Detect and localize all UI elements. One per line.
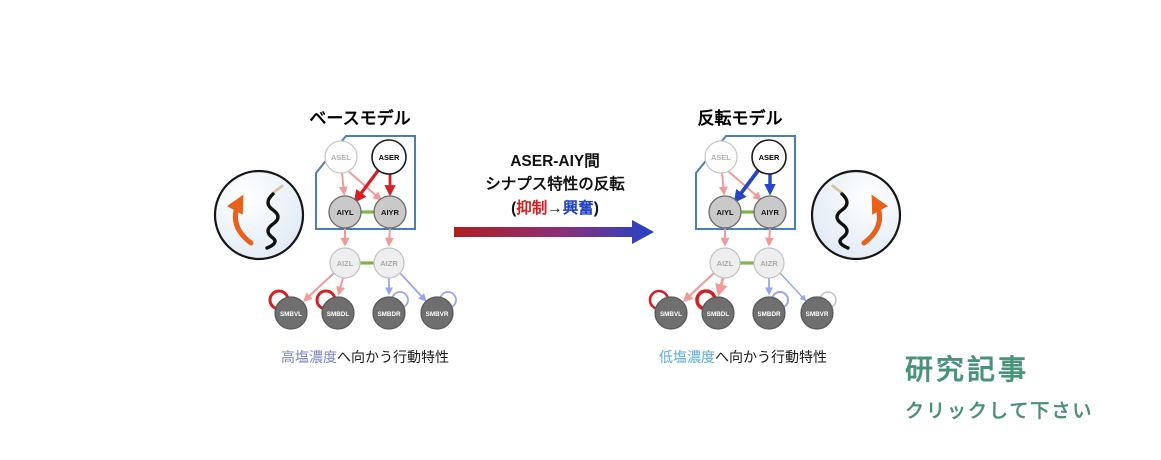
left-model-title: ベースモデル xyxy=(309,109,411,128)
right-caption-rest: へ向かう行動特性 xyxy=(715,349,827,365)
right-inset-circle xyxy=(810,169,902,261)
node-aizl: AIZL xyxy=(709,247,741,279)
left-model-caption: 高塩濃度へ向かう行動特性 xyxy=(245,347,485,367)
right-caption-highlight: 低塩濃度 xyxy=(659,349,715,365)
paren-open: ( xyxy=(511,199,517,217)
research-article-link[interactable]: 研究記事 クリックして下さい xyxy=(905,348,1155,423)
node-smbdr: SMBDR xyxy=(372,296,406,330)
node-aser: ASER xyxy=(371,139,407,175)
svg-text:ASER: ASER xyxy=(379,153,400,162)
right-network-diagram: ASEL ASER AIYL AIYR AIZL AIZR SMBVL SMBD… xyxy=(648,135,837,330)
node-aizr: AIZR xyxy=(753,247,785,279)
svg-text:SMBDR: SMBDR xyxy=(757,311,781,318)
node-asel: ASEL xyxy=(324,140,358,174)
left-worm-inset xyxy=(213,169,305,261)
svg-text:SMBVR: SMBVR xyxy=(806,311,829,318)
svg-text:AIZL: AIZL xyxy=(717,259,734,268)
right-worm-head-icon xyxy=(831,184,844,195)
svg-text:AIYL: AIYL xyxy=(716,208,734,217)
node-aiyl: AIYL xyxy=(708,195,742,229)
right-worm-icon xyxy=(835,192,850,250)
svg-text:AIZL: AIZL xyxy=(337,259,354,268)
svg-text:SMBVL: SMBVL xyxy=(660,311,682,318)
right-worm-inset xyxy=(810,169,902,261)
click-here-label[interactable]: クリックして下さい xyxy=(905,401,1094,422)
svg-text:ASER: ASER xyxy=(759,153,780,162)
svg-text:AIZR: AIZR xyxy=(380,259,398,268)
right-turn-arrow-icon xyxy=(861,194,889,246)
node-smbdl: SMBDL xyxy=(701,296,735,330)
node-smbdr: SMBDR xyxy=(752,296,786,330)
svg-text:SMBVL: SMBVL xyxy=(280,311,302,318)
svg-text:SMBVR: SMBVR xyxy=(426,311,449,318)
gradient-arrow-icon xyxy=(454,220,654,244)
center-line3: (抑制→興奮) xyxy=(440,197,670,220)
node-asel: ASEL xyxy=(704,140,738,174)
left-caption-rest: へ向かう行動特性 xyxy=(337,349,449,365)
node-aiyr: AIYR xyxy=(753,195,787,229)
center-annotation: ASER-AIY間 シナプス特性の反転 (抑制→興奮) xyxy=(440,150,670,220)
node-smbvl: SMBVL xyxy=(274,296,308,330)
left-inset-circle xyxy=(213,169,305,261)
inhibition-label: 抑制 xyxy=(516,199,548,217)
left-caption-highlight: 高塩濃度 xyxy=(281,349,337,365)
right-model-title: 反転モデル xyxy=(697,109,783,128)
research-article-title[interactable]: 研究記事 xyxy=(905,355,1030,386)
center-line2: シナプス特性の反転 xyxy=(485,176,625,194)
node-aiyl: AIYL xyxy=(328,195,362,229)
left-network-diagram: ASEL ASER AIYL AIYR AIZL AIZR SMBVL SMBD… xyxy=(268,135,457,330)
svg-text:SMBDL: SMBDL xyxy=(707,311,730,318)
center-line1: ASER-AIY間 xyxy=(510,153,600,170)
right-ase-aiy-box xyxy=(695,135,796,230)
left-edges xyxy=(268,167,457,311)
node-aizl: AIZL xyxy=(329,247,361,279)
svg-text:AIYR: AIYR xyxy=(761,208,780,217)
svg-text:AIZR: AIZR xyxy=(760,259,778,268)
node-aser: ASER xyxy=(751,139,787,175)
node-smbdl: SMBDL xyxy=(321,296,355,330)
right-model-caption: 低塩濃度へ向かう行動特性 xyxy=(618,347,868,367)
paren-close: ) xyxy=(593,199,599,217)
svg-text:AIYR: AIYR xyxy=(381,208,400,217)
change-arrow: → xyxy=(547,199,563,217)
left-worm-head-icon xyxy=(271,184,284,195)
node-smbvr: SMBVR xyxy=(420,296,454,330)
svg-text:ASEL: ASEL xyxy=(711,153,731,162)
svg-text:AIYL: AIYL xyxy=(336,208,354,217)
svg-text:SMBDL: SMBDL xyxy=(327,311,350,318)
left-turn-arrow-icon xyxy=(226,194,254,246)
node-aiyr: AIYR xyxy=(373,195,407,229)
node-smbvr: SMBVR xyxy=(800,296,834,330)
svg-text:ASEL: ASEL xyxy=(331,153,351,162)
excitation-label: 興奮 xyxy=(562,199,594,217)
left-ase-aiy-box xyxy=(315,135,416,230)
svg-text:SMBDR: SMBDR xyxy=(377,311,401,318)
node-aizr: AIZR xyxy=(373,247,405,279)
left-worm-icon xyxy=(265,192,280,250)
node-smbvl: SMBVL xyxy=(654,296,688,330)
